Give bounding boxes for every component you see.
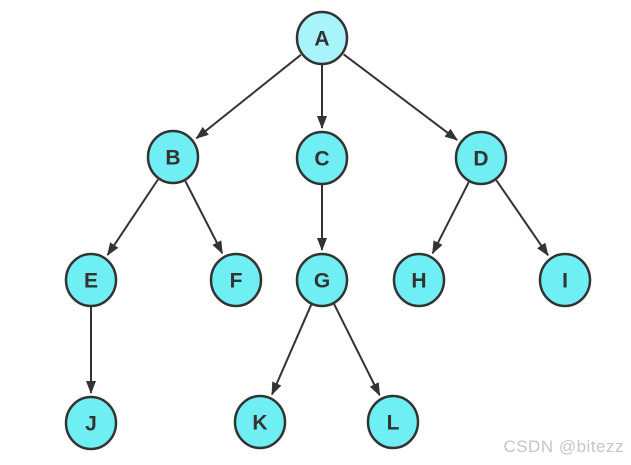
tree-node-D: D [454,130,508,186]
tree-node-circle-J [64,395,118,451]
tree-node-I: I [538,252,592,308]
tree-node-circle-G [295,252,349,308]
tree-node-circle-H [392,252,446,308]
tree-node-C: C [295,130,349,186]
tree-node-F: F [209,252,263,308]
tree-node-A: A [295,10,349,66]
tree-node-circle-A [295,10,349,66]
tree-node-circle-D [454,130,508,186]
tree-node-circle-B [146,129,200,185]
tree-edge-B-E [106,178,159,256]
tree-node-B: B [146,129,200,185]
tree-edge-G-K [271,304,313,396]
tree-edge-A-B [195,54,302,140]
tree-edge-B-F [184,180,224,255]
tree-node-L: L [366,394,420,450]
tree-node-circle-I [538,252,592,308]
tree-node-E: E [64,252,118,308]
tree-node-circle-F [209,252,263,308]
tree-node-circle-C [295,130,349,186]
tree-node-circle-L [366,394,420,450]
watermark: CSDN @bitezz [503,437,624,456]
tree-edge-D-H [431,181,470,255]
tree-node-G: G [295,252,349,308]
tree-node-H: H [392,252,446,308]
tree-edge-G-L [333,303,381,397]
tree-node-K: K [233,394,287,450]
tree-node-J: J [64,395,118,451]
tree-edge-D-I [495,179,549,257]
tree-edge-A-D [342,53,458,141]
tree-node-circle-K [233,394,287,450]
tree-node-circle-E [64,252,118,308]
